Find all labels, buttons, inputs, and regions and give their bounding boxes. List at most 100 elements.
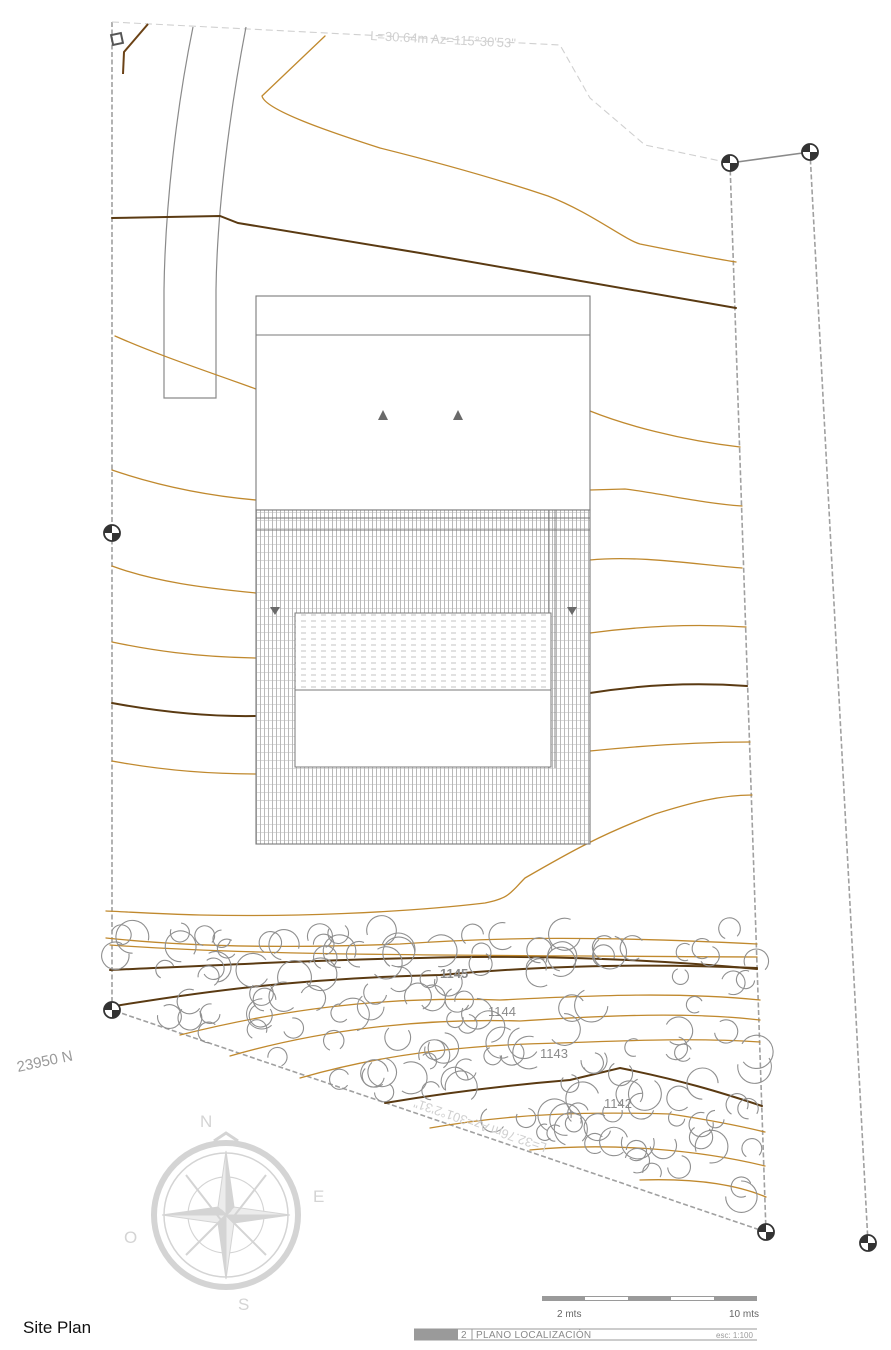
tree-canopy-arc [551, 1013, 581, 1046]
survey-marker-icon [103, 1001, 121, 1019]
tree-canopy-arc [427, 934, 458, 968]
tree-canopy-arc [688, 1127, 714, 1150]
tree-canopy-arc [323, 1029, 345, 1051]
tree-canopy-arc [246, 1019, 268, 1039]
tree-canopy-arc [725, 1093, 749, 1115]
tree-canopy-arc [330, 1003, 348, 1023]
tree-canopy-arc [169, 922, 190, 943]
tree-canopy-arc [155, 959, 175, 979]
tree-canopy-arc [461, 997, 493, 1030]
tree-canopy-arc [642, 1162, 662, 1178]
coordinate-label: 23950 N [15, 1047, 74, 1075]
tree-canopy-arc [685, 995, 703, 1014]
tree-canopy-arc [367, 1057, 398, 1088]
tree-canopy-arc [584, 1132, 603, 1154]
tree-canopy-arc [329, 1068, 349, 1090]
tree-canopy-arc [267, 1046, 288, 1067]
tree-canopy-arc [216, 938, 236, 959]
tree-canopy-arc [512, 1035, 538, 1070]
tree-canopy-arc [203, 957, 225, 980]
tree-canopy-arc [248, 1004, 273, 1028]
tree-canopy-arc [700, 946, 720, 967]
tree-canopy-arc [390, 966, 413, 993]
tree-canopy-arc [627, 1092, 655, 1120]
tree-canopy-arc [665, 1016, 694, 1046]
tree-canopy-arc [101, 941, 130, 970]
tree-canopy-arc [382, 936, 416, 967]
tree-canopy-arc [305, 957, 338, 992]
tree-canopy-arc [421, 1081, 440, 1101]
tree-canopy-arc [564, 1116, 583, 1133]
tree-canopy-arc [444, 1070, 478, 1100]
driveway [163, 26, 247, 399]
tree-canopy-arc [558, 994, 584, 1022]
tree-canopy-arc [401, 1061, 428, 1095]
tree-canopy-arc [615, 1080, 644, 1106]
compass-west-label: O [124, 1228, 137, 1247]
stair-arrow-icon [453, 410, 463, 420]
tree-canopy-arc [322, 934, 357, 968]
tree-canopy-arc [164, 930, 197, 963]
tree-canopy-arc [525, 957, 547, 971]
tree-canopy-arc [624, 1038, 638, 1057]
tree-canopy-arc [592, 944, 615, 967]
drawing-caption: Site Plan [23, 1318, 92, 1337]
contour-label-1142: 1142 [604, 1096, 632, 1111]
tree-canopy-arc [706, 1109, 725, 1129]
tree-canopy-arc [235, 952, 268, 988]
tree-canopy-arc [668, 1111, 686, 1127]
tree-canopy-arc [741, 1034, 774, 1069]
tree-canopy-arc [549, 1103, 582, 1136]
survey-marker-icon [801, 143, 819, 161]
tree-canopy-arc [300, 985, 327, 1012]
sheet-title: PLANO LOCALIZACIÓN [476, 1330, 592, 1341]
tree-canopy-arc [306, 923, 333, 948]
tree-canopy-arc [628, 1078, 662, 1111]
tree-canopy-arc [737, 1057, 772, 1084]
tree-canopy-arc [258, 931, 283, 954]
tree-canopy-arc [686, 1067, 719, 1100]
tree-canopy-arc [599, 1126, 628, 1157]
tree-canopy-arc [421, 984, 446, 1012]
tree-canopy-arc [115, 919, 150, 954]
tree-canopy-arc [312, 933, 335, 956]
tree-canopy-arc [674, 1043, 692, 1062]
tree-canopy-arc [649, 1138, 677, 1160]
tree-canopy-arc [363, 983, 388, 1005]
tree-canopy-arc [446, 1011, 464, 1029]
tree-canopy-arc [313, 945, 338, 969]
tree-canopy-arc [515, 1107, 537, 1129]
tree-canopy-arc [560, 1074, 580, 1093]
tree-canopy-arc [208, 951, 232, 983]
tree-canopy-arc [277, 960, 312, 987]
tree-canopy-arc [488, 922, 512, 951]
tree-canopy-arc [356, 995, 385, 1021]
tree-canopy-arc [591, 935, 612, 960]
tree-canopy-arc [583, 1052, 604, 1074]
compass-south-label: S [238, 1295, 249, 1314]
tree-canopy-arc [737, 1097, 759, 1120]
tree-canopy-icon [101, 915, 774, 1213]
scale-bar [542, 1296, 757, 1301]
tree-canopy-arc [688, 1111, 714, 1138]
tree-canopy-arc [427, 1032, 460, 1064]
tree-canopy-arc [424, 1039, 446, 1061]
tree-canopy-arc [567, 1102, 589, 1122]
tree-canopy-arc [246, 998, 272, 1030]
tree-canopy-arc [666, 1085, 691, 1112]
tree-canopy-arc [440, 1066, 469, 1091]
tree-canopy-arc [433, 976, 463, 997]
contour-label-1143: 1143 [540, 1046, 568, 1061]
tree-canopy-arc [468, 953, 493, 976]
survey-marker-icon [103, 524, 121, 542]
tree-canopy-arc [671, 968, 689, 986]
tree-canopy-arc [730, 1176, 752, 1198]
tree-canopy-arc [327, 925, 350, 945]
tree-canopy-arc [592, 935, 628, 970]
tree-canopy-arc [624, 1147, 651, 1174]
tree-canopy-arc [694, 1129, 729, 1164]
title-block [414, 1328, 757, 1341]
tree-canopy-arc [384, 1027, 412, 1051]
tree-canopy-arc [625, 1139, 648, 1162]
tree-canopy-arc [485, 1026, 511, 1059]
